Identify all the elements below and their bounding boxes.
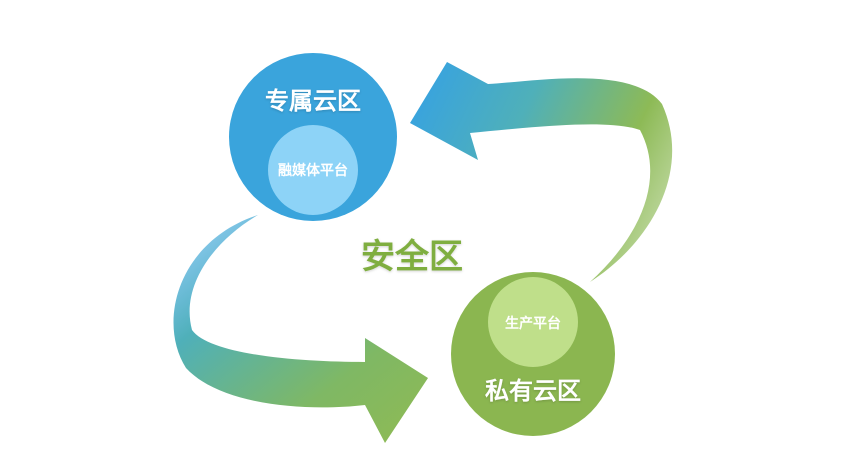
private-cloud-inner-label: 生产平台 xyxy=(505,315,561,332)
curved-arrow-left-icon xyxy=(410,62,673,282)
security-zone-label: 安全区 xyxy=(361,237,463,277)
private-cloud-node: 生产平台 私有云区 xyxy=(451,272,615,436)
dedicated-cloud-label: 专属云区 xyxy=(265,87,361,115)
dedicated-cloud-inner-circle xyxy=(268,125,358,215)
curved-arrow-right-icon xyxy=(173,215,428,443)
private-cloud-label: 私有云区 xyxy=(485,377,581,405)
dedicated-cloud-node: 专属云区 融媒体平台 xyxy=(229,53,397,221)
private-cloud-inner-circle xyxy=(488,277,578,367)
dedicated-cloud-inner-label: 融媒体平台 xyxy=(278,162,348,179)
